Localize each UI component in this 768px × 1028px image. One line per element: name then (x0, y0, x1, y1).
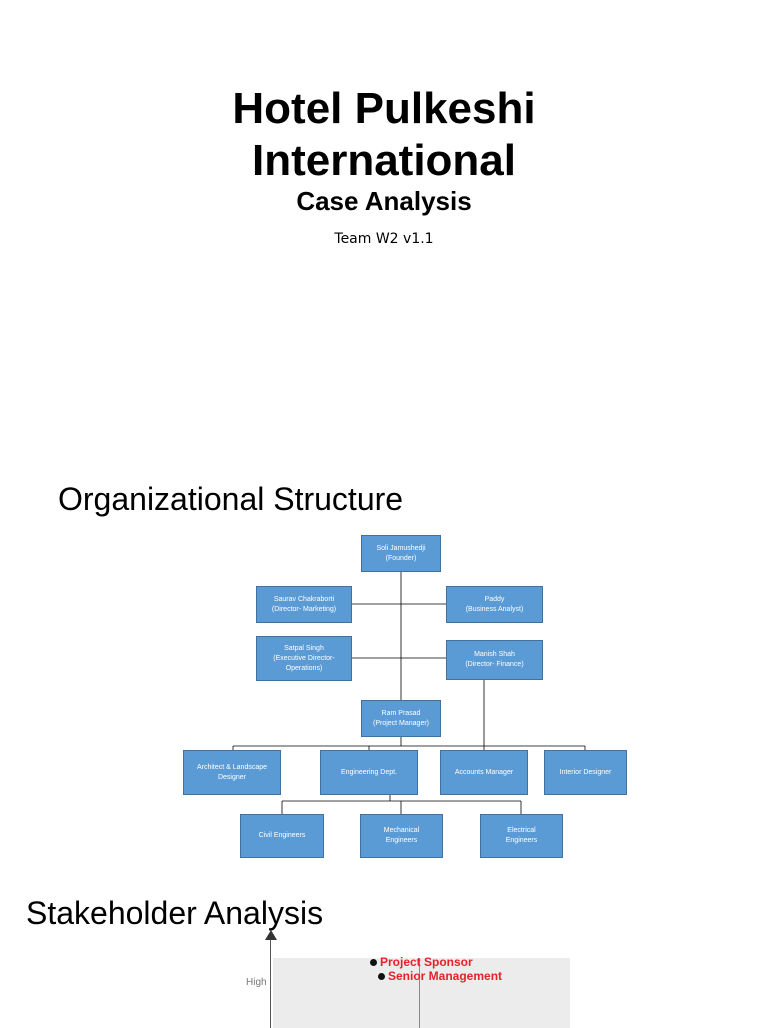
stakeholder-label-sponsor: Project Sponsor (380, 955, 473, 969)
stakeholder-dot-sponsor (370, 959, 377, 966)
quadrant-divider (419, 958, 420, 1028)
org-box-project-manager: Ram Prasad (Project Manager) (361, 700, 441, 737)
org-box-marketing-director: Saurav Chakraborti (Director- Marketing) (256, 586, 352, 623)
org-structure-heading: Organizational Structure (58, 481, 404, 517)
stakeholder-dot-senior-management (378, 973, 385, 980)
org-box-architect: Architect & Landscape Designer (183, 750, 281, 795)
org-box-business-analyst: Paddy (Business Analyst) (446, 586, 543, 623)
stakeholder-label-senior-management: Senior Management (388, 969, 503, 983)
subtitle: Case Analysis (296, 186, 472, 216)
y-axis-label-high: High (246, 977, 267, 988)
org-box-electrical-engineers: Electrical Engineers (480, 814, 563, 858)
title-line-2: International (251, 136, 517, 185)
org-box-engineering: Engineering Dept. (320, 750, 418, 795)
title-line-1: Hotel Pulkeshi (232, 84, 536, 133)
version-label: Team W2 v1.1 (334, 231, 434, 247)
org-box-mechanical-engineers: Mechanical Engineers (360, 814, 443, 858)
org-box-founder: Soli Jamushedji (Founder) (361, 535, 441, 572)
org-box-civil-engineers: Civil Engineers (240, 814, 324, 858)
org-box-operations-director: Satpal Singh (Executive Director- Operat… (256, 636, 352, 681)
org-box-finance-director: Manish Shah (Director- Finance) (446, 640, 543, 680)
stakeholder-quadrant (273, 958, 570, 1028)
y-axis-arrow-icon (265, 930, 277, 940)
y-axis-line (270, 938, 271, 1028)
stakeholder-heading: Stakeholder Analysis (26, 895, 324, 931)
org-box-accounts-manager: Accounts Manager (440, 750, 528, 795)
org-box-interior-designer: Interior Designer (544, 750, 627, 795)
